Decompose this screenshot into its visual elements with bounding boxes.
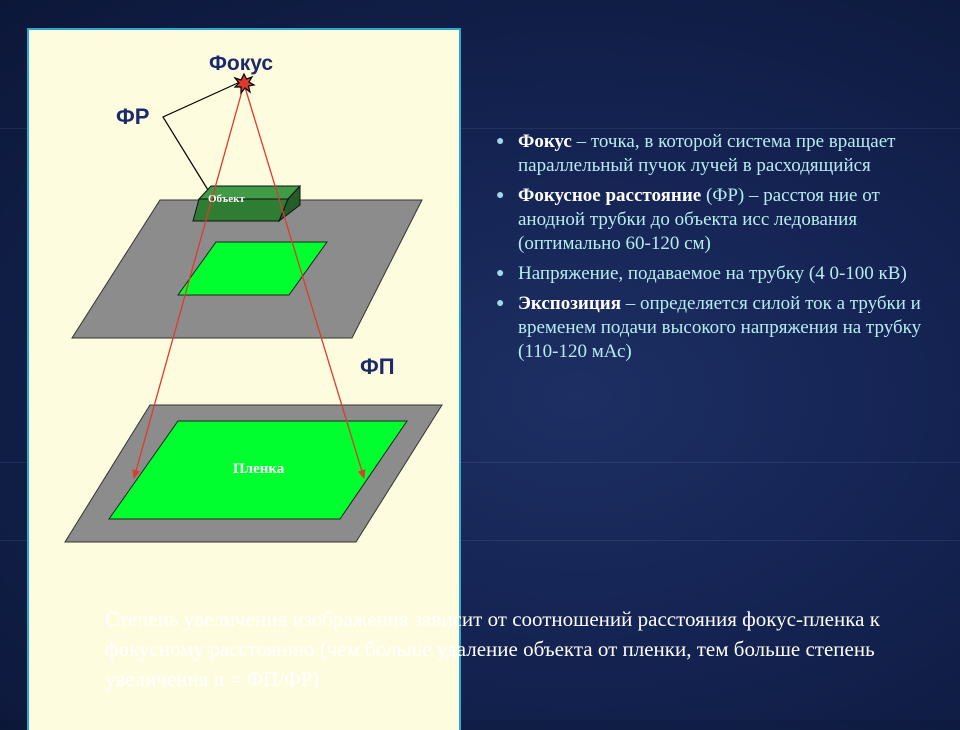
focus-star-icon: [233, 72, 256, 95]
object-block-front: [192, 198, 289, 222]
background-band: [0, 540, 960, 541]
list-item: ● Фокус – точка, в которой система пре вр…: [495, 130, 935, 178]
bullet-icon: ●: [496, 296, 505, 311]
bullet-text: – определяется силой ток а трубки и врем…: [518, 293, 922, 362]
bullet-icon: ●: [496, 134, 505, 149]
definitions-list: ● Фокус – точка, в которой система пре вр…: [495, 130, 935, 370]
background-band: [0, 128, 960, 129]
bullet-term: Фокусное расстояние: [518, 185, 702, 206]
ray-left: [132, 83, 245, 479]
list-item: ● Напряжение, подаваемое на трубку (4 0-1…: [495, 262, 935, 286]
object-label: Объект: [208, 193, 245, 205]
background-band: [0, 462, 960, 463]
list-item: ● Фокусное расстояние (ФР) – расстоя ние …: [495, 184, 935, 256]
bullet-term: Фокус: [518, 131, 572, 152]
film-label: Пленка: [233, 461, 285, 477]
fr-bracket: [162, 81, 241, 191]
bullet-text: Напряжение, подаваемое на трубку (4 0-10…: [518, 263, 907, 284]
magnification-note: Степень увеличения изображения зависит о…: [105, 607, 880, 691]
ray-right: [243, 83, 366, 479]
bullet-term: Экспозиция: [518, 293, 621, 314]
fr-label: ФР: [116, 104, 150, 129]
diagram-panel: [27, 28, 461, 730]
film: [108, 420, 408, 520]
focus-label: Фокус: [209, 52, 274, 75]
bullet-icon: ●: [496, 266, 505, 281]
fp-label: ФП: [360, 354, 395, 379]
bullet-icon: ●: [496, 188, 505, 203]
bullet-text: – точка, в которой система пре вращает п…: [518, 131, 896, 176]
list-item: ● Экспозиция – определяется силой ток а т…: [495, 292, 935, 364]
bullet-text: (ФР) – расстоя ние от анодной трубки до …: [518, 185, 880, 254]
